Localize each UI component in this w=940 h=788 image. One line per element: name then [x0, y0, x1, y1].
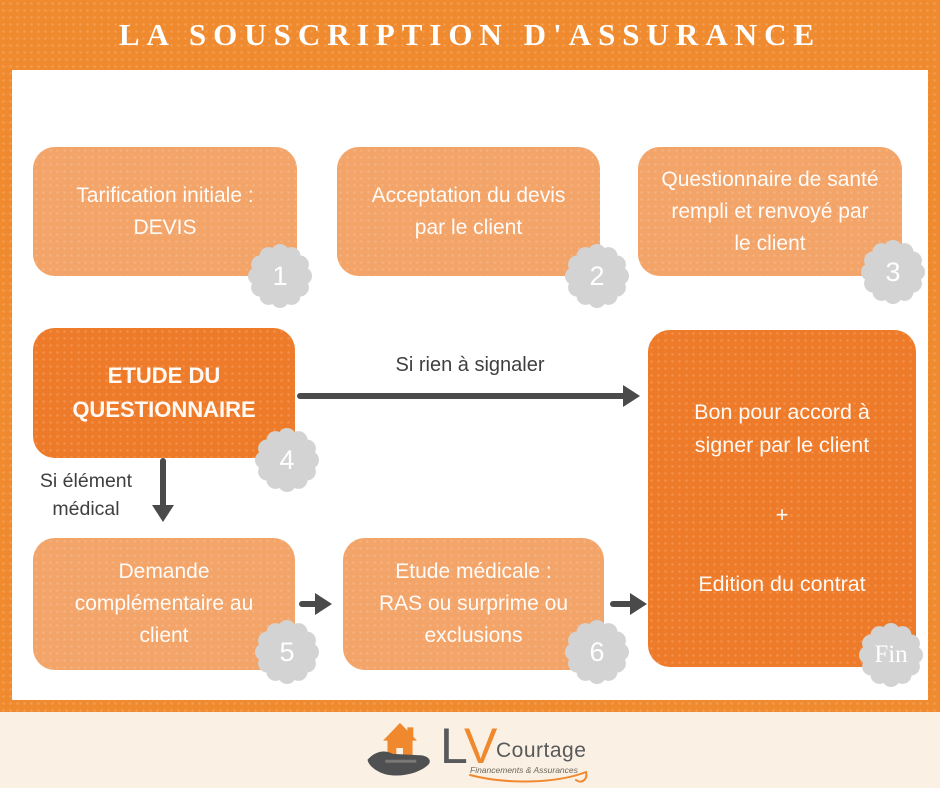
- badge-seal: [261, 626, 313, 678]
- condition-label-si-element-medical: Si élément médical: [39, 470, 133, 520]
- step-badge-2: 2: [564, 243, 630, 309]
- step-label-2: Acceptation du devis par le client: [371, 183, 566, 239]
- step-label-6: Etude médicale : RAS ou surprime ou excl…: [378, 560, 569, 647]
- step-badge-1: 1: [247, 243, 313, 309]
- badge-number: 4: [279, 444, 295, 475]
- step-label-4: ETUDE DU QUESTIONNAIRE: [72, 363, 256, 422]
- logo-swoosh-underline: [469, 771, 588, 783]
- final-label-line2: Edition du contrat: [698, 572, 866, 596]
- step-badge-3: 3: [860, 239, 926, 305]
- header: LA SOUSCRIPTION D'ASSURANCE: [0, 0, 940, 70]
- lv-courtage-logo: L V Courtage Financements & Assurances: [362, 717, 588, 783]
- plus-sign: +: [775, 502, 789, 527]
- final-box-bon-pour-accord: Bon pour accord à signer par le client +…: [648, 330, 916, 667]
- step-badge-4: 4: [254, 427, 320, 493]
- badge-number: 6: [589, 636, 605, 667]
- badge-number: Fin: [874, 641, 908, 668]
- step-box-6: Etude médicale : RAS ou surprime ou excl…: [343, 538, 604, 670]
- step-badge-5: 5: [254, 619, 320, 685]
- logo-wordmark: L V Courtage Financements & Assurances: [440, 718, 588, 783]
- house-in-hand-icon: [367, 722, 430, 776]
- step-label-1: Tarification initiale : DEVIS: [76, 183, 254, 239]
- step-label-5: Demande complémentaire au client: [74, 560, 254, 647]
- logo-letter-l: L: [440, 718, 468, 774]
- step-box-1: Tarification initiale : DEVIS: [33, 147, 297, 276]
- arrow-right-to-final: [297, 385, 640, 407]
- badge-number: 2: [589, 260, 605, 291]
- arrow-step5-to-step6: [299, 593, 332, 615]
- badge-seal: [261, 434, 313, 486]
- arrow-step6-to-final: [610, 593, 647, 615]
- badge-number: 5: [279, 636, 295, 667]
- step-badge-6: 6: [564, 619, 630, 685]
- logo-name: Courtage: [496, 739, 587, 762]
- step-box-5: Demande complémentaire au client: [33, 538, 295, 670]
- badge-seal: [571, 626, 623, 678]
- step-box-4-etude-questionnaire: ETUDE DU QUESTIONNAIRE: [33, 328, 295, 458]
- final-label-line1: Bon pour accord à signer par le client: [694, 400, 870, 457]
- logo-letter-v: V: [464, 718, 498, 774]
- badge-seal: [865, 629, 917, 681]
- step-box-2: Acceptation du devis par le client: [337, 147, 600, 276]
- page-title: LA SOUSCRIPTION D'ASSURANCE: [118, 17, 822, 52]
- badge-number: 1: [272, 260, 288, 291]
- arrow-down-to-step5: [152, 458, 174, 522]
- condition-label-si-rien-a-signaler: Si rien à signaler: [395, 354, 545, 376]
- badge-seal: [254, 250, 306, 302]
- final-badge-fin: Fin: [858, 622, 924, 688]
- step-box-3: Questionnaire de santé rempli et renvoyé…: [638, 147, 902, 276]
- footer: L V Courtage Financements & Assurances: [0, 712, 940, 788]
- badge-number: 3: [885, 256, 901, 287]
- logo-tagline: Financements & Assurances: [470, 765, 578, 775]
- step-label-3: Questionnaire de santé rempli et renvoyé…: [661, 167, 879, 255]
- badge-seal: [571, 250, 623, 302]
- badge-seal: [867, 246, 919, 298]
